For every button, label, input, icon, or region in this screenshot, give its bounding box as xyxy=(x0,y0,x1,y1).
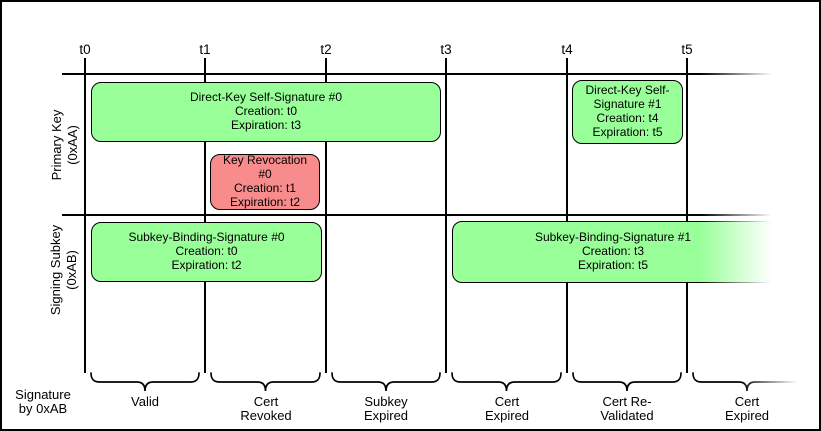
box-title: Subkey-Binding-Signature #0 xyxy=(128,230,285,245)
tick-label-t4: t4 xyxy=(561,42,573,57)
gridline-t5 xyxy=(686,58,688,373)
box-creation: Creation: t4 xyxy=(596,111,659,125)
gridline-t1 xyxy=(204,58,206,373)
row-label-primary-key-name: Primary Key xyxy=(49,109,64,181)
segment-label-line: Cert xyxy=(494,394,520,409)
brace-subkey-expired xyxy=(331,372,441,392)
row-label-signing-subkey: Signing Subkey (0xAB) xyxy=(48,200,82,340)
box-creation: Creation: t0 xyxy=(234,104,298,119)
signature-axis-label-line2: by 0xAB xyxy=(18,401,68,416)
signature-axis-label-line1: Signature xyxy=(15,387,71,402)
segment-label-cert-expired-1: Cert Expired xyxy=(447,395,567,422)
tick-label-t3: t3 xyxy=(440,42,452,57)
segment-label-line: Valid xyxy=(131,394,159,409)
brace-cert-revalidated xyxy=(572,372,682,392)
box-title: Direct-Key Self-Signature #1 xyxy=(585,83,670,112)
box-creation: Creation: t1 xyxy=(233,181,297,195)
gridline-t4 xyxy=(566,58,568,373)
box-title: Key Revocation #0 xyxy=(222,153,308,182)
row-label-primary-key: Primary Key (0xAA) xyxy=(49,75,83,215)
segment-label-subkey-expired: Subkey Expired xyxy=(326,395,446,422)
box-creation: Creation: t3 xyxy=(581,244,645,259)
segment-label-valid: Valid xyxy=(85,395,205,409)
segment-label-line: Expired xyxy=(724,407,770,423)
segment-label-line: Cert xyxy=(734,394,760,409)
segment-label-cert-revoked: Cert Revoked xyxy=(206,395,326,422)
box-expiration: Expiration: t2 xyxy=(171,257,242,272)
brace-cert-expired-1 xyxy=(451,372,562,392)
segment-label-line: Subkey xyxy=(364,394,408,409)
box-title: Subkey-Binding-Signature #1 xyxy=(534,230,692,245)
tick-label-t2: t2 xyxy=(320,42,332,57)
signing-subkey-timeline xyxy=(62,214,788,216)
brace-cert-revoked xyxy=(210,372,321,392)
tick-label-t5: t5 xyxy=(681,42,693,57)
box-key-revocation-0: Key Revocation #0 Creation: t1 Expiratio… xyxy=(210,154,320,210)
box-expiration: Expiration: t2 xyxy=(229,194,301,209)
brace-valid xyxy=(90,372,200,392)
segment-braces xyxy=(90,372,802,392)
segment-label-line: Revoked xyxy=(240,407,292,423)
segment-label-line: Cert Re- xyxy=(602,394,652,409)
box-title: Direct-Key Self-Signature #0 xyxy=(189,90,343,105)
box-expiration: Expiration: t3 xyxy=(230,117,302,132)
box-direct-key-self-signature-1: Direct-Key Self-Signature #1 Creation: t… xyxy=(572,80,683,144)
signature-axis-label: Signature by 0xAB xyxy=(7,388,79,416)
tick-label-t0: t0 xyxy=(79,42,91,57)
box-creation: Creation: t0 xyxy=(175,244,238,259)
segment-label-cert-revalidated: Cert Re- Validated xyxy=(567,395,687,422)
box-subkey-binding-signature-0: Subkey-Binding-Signature #0 Creation: t0… xyxy=(91,222,322,282)
gridline-t2 xyxy=(325,58,327,373)
tick-label-t1: t1 xyxy=(199,42,211,57)
brace-right-fade xyxy=(740,366,819,394)
box-expiration: Expiration: t5 xyxy=(577,257,649,272)
segment-label-line: Cert xyxy=(253,394,279,409)
box-expiration: Expiration: t5 xyxy=(592,124,663,139)
row-label-signing-subkey-id: (0xAB) xyxy=(64,250,79,290)
segment-label-line: Validated xyxy=(600,407,654,423)
box-direct-key-self-signature-0: Direct-Key Self-Signature #0 Creation: t… xyxy=(91,82,441,142)
segment-label-line: Expired xyxy=(484,407,530,423)
row-label-primary-key-id: (0xAA) xyxy=(65,125,80,165)
timeline-right-fade xyxy=(700,56,800,370)
primary-key-timeline xyxy=(62,73,788,75)
gridline-t0 xyxy=(84,58,86,373)
segment-label-line: Expired xyxy=(363,407,409,423)
gridline-t3 xyxy=(445,58,447,373)
segment-label-cert-expired-2: Cert Expired xyxy=(687,395,807,422)
row-label-signing-subkey-name: Signing Subkey xyxy=(48,224,63,316)
